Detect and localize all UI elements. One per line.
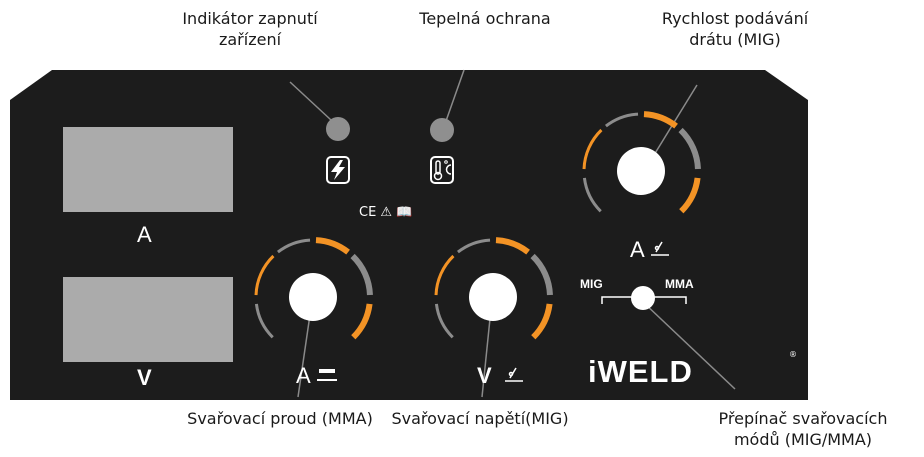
welding-voltage-knob-scale-segment	[531, 303, 553, 340]
knob-current-label: A	[296, 363, 311, 388]
thermometer-icon	[430, 156, 454, 184]
voltage-display	[63, 277, 233, 362]
welding-current-knob-scale-segment	[350, 253, 373, 296]
welding-current-knob-scale-segment	[315, 237, 350, 255]
leader-power-indicator	[289, 81, 332, 121]
welding-voltage-knob-scale-segment	[456, 238, 491, 254]
knob-wire-label: A	[630, 237, 645, 262]
current-display-unit: A	[137, 222, 152, 247]
current-display	[63, 127, 233, 212]
callout-mode-switch: Přepínač svařovacích módů (MIG/MMA)	[718, 409, 888, 449]
welding-current-knob[interactable]	[289, 273, 337, 321]
lightning-icon	[326, 156, 350, 184]
wire-speed-knob-scale-segment	[582, 128, 603, 170]
callout-thermal-protection: Tepelná ochrana	[419, 9, 551, 28]
welding-voltage-knob-scale-segment	[495, 237, 530, 255]
welding-current-knob-scale-segment	[254, 303, 274, 339]
leader-mode-switch	[642, 301, 736, 390]
wire-speed-knob-scale-segment	[679, 177, 701, 214]
callout-current-mma: Svařovací proud (MMA)	[187, 409, 373, 428]
welding-current-knob-scale-segment	[276, 238, 311, 254]
mig-torch-icon	[505, 367, 523, 382]
welding-current-knob-scale-segment	[351, 303, 373, 340]
wire-speed-knob[interactable]	[617, 147, 665, 195]
wire-speed-knob-scale-segment	[582, 177, 602, 213]
wire-speed-knob-scale-segment	[643, 111, 678, 129]
mma-electrode-icon	[317, 369, 337, 381]
thermal-indicator-lamp	[430, 118, 454, 142]
certification-marks: CE ⚠ 📖	[359, 205, 413, 220]
switch-mig-label: MIG	[580, 277, 603, 291]
callout-power-indicator: Indikátor zapnutí zařízení	[182, 9, 318, 49]
welding-voltage-knob-scale-segment	[530, 253, 553, 296]
iweld-logo: iWELD ®	[588, 350, 797, 389]
svg-text:®: ®	[789, 350, 797, 359]
wire-speed-knob-scale-segment	[678, 127, 701, 170]
welding-voltage-knob[interactable]	[469, 273, 517, 321]
welding-voltage-knob-scale-segment	[434, 254, 455, 296]
voltage-display-unit: V	[137, 365, 152, 390]
welding-current-knob-scale-segment	[254, 254, 275, 296]
callout-wire-speed: Rychlost podávání drátu (MIG)	[661, 9, 809, 49]
power-indicator-lamp	[326, 117, 350, 141]
wire-speed-knob-scale-segment	[604, 112, 639, 128]
welding-voltage-knob-scale-segment	[434, 303, 454, 339]
knob-voltage-label: V	[477, 363, 492, 388]
leader-thermal-protection	[445, 69, 465, 122]
svg-text:iWELD: iWELD	[588, 354, 693, 389]
mig-torch-icon-wire	[651, 241, 669, 256]
callout-voltage-mig: Svařovací napětí(MIG)	[391, 409, 569, 428]
switch-mma-label: MMA	[665, 277, 694, 291]
mode-switch-knob[interactable]	[631, 286, 655, 310]
